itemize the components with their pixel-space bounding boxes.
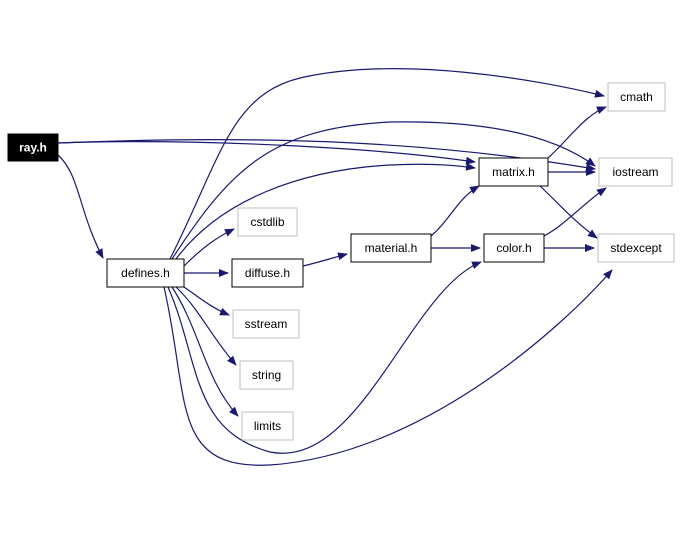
node-diffuse-h[interactable]: diffuse.h	[231, 258, 304, 288]
node-label: sstream	[245, 317, 288, 331]
node-box	[597, 233, 675, 263]
node-box	[106, 258, 185, 288]
node-box	[7, 133, 59, 162]
node-cmath[interactable]: cmath	[607, 82, 666, 112]
node-box	[241, 411, 294, 441]
edge-defines-h-to-matrix-h	[175, 162, 476, 260]
edge-defines-h-to-string	[175, 286, 237, 366]
node-string[interactable]: string	[239, 360, 294, 390]
node-box	[483, 233, 545, 263]
node-limits[interactable]: limits	[241, 411, 294, 441]
node-ray-h[interactable]: ray.h	[7, 133, 59, 162]
edge-matrix-h-to-stdexcept	[539, 185, 598, 239]
edge-color-h-to-iostream	[543, 187, 607, 237]
node-label: cmath	[620, 90, 653, 104]
edge-defines-h-to-iostream	[171, 121, 596, 260]
edge-defines-h-to-cmath	[169, 68, 605, 260]
edge-defines-h-to-stdexcept	[163, 269, 613, 466]
node-label: defines.h	[121, 266, 170, 280]
nodes: ray.h defines.h cstdlib diffuse.h sstream str…	[7, 82, 675, 441]
node-sstream[interactable]: sstream	[232, 309, 300, 339]
node-box	[232, 309, 300, 339]
node-label: color.h	[496, 241, 531, 255]
node-label: cstdlib	[250, 215, 284, 229]
node-stdexcept[interactable]: stdexcept	[597, 233, 675, 263]
node-label: diffuse.h	[245, 266, 290, 280]
node-cstdlib[interactable]: cstdlib	[237, 207, 298, 237]
node-box	[237, 207, 298, 237]
node-material-h[interactable]: material.h	[350, 233, 432, 263]
edges	[57, 68, 613, 466]
node-box	[350, 233, 432, 263]
node-box	[607, 82, 666, 112]
node-label: iostream	[612, 165, 658, 179]
edge-material-h-to-matrix-h	[430, 185, 480, 237]
node-box	[478, 157, 549, 187]
node-defines-h[interactable]: defines.h	[106, 258, 185, 288]
node-label: ray.h	[19, 141, 47, 155]
node-box	[239, 360, 294, 390]
node-label: limits	[254, 419, 281, 433]
edge-defines-h-to-color-h	[167, 261, 482, 454]
node-box	[231, 258, 304, 288]
node-matrix-h[interactable]: matrix.h	[478, 157, 549, 187]
node-label: material.h	[365, 241, 418, 255]
node-iostream[interactable]: iostream	[598, 157, 673, 187]
edge-matrix-h-to-cmath	[547, 106, 607, 159]
node-label: matrix.h	[492, 165, 535, 179]
edge-diffuse-h-to-material-h	[302, 252, 348, 267]
node-color-h[interactable]: color.h	[483, 233, 545, 263]
node-label: string	[252, 368, 281, 382]
edge-defines-h-to-sstream	[183, 286, 230, 316]
edge-ray-h-to-matrix-h	[57, 141, 476, 165]
edge-defines-h-to-limits	[171, 286, 239, 417]
edge-ray-h-to-defines-h	[57, 154, 104, 259]
edge-defines-h-to-cstdlib	[183, 228, 235, 267]
node-box	[598, 157, 673, 187]
node-label: stdexcept	[610, 241, 662, 255]
